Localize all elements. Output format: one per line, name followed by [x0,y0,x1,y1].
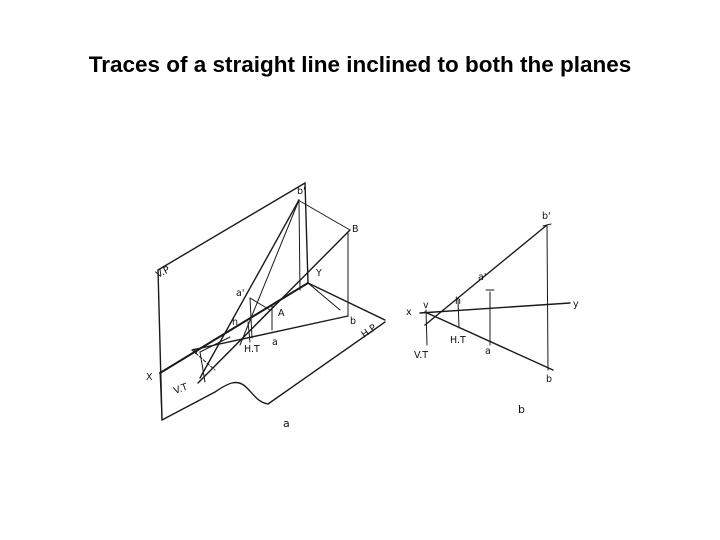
pictorial-view: V.P H.P X Y b' B a' A h v H.T a b V.T a [146,182,386,430]
projector-b-prime-to-b-upper [297,199,351,231]
horizontal-plane-left-edge [159,372,163,421]
front-view-second [239,199,300,346]
ortho-label-a: a [485,346,491,357]
ortho-label-a-prime: a' [478,272,486,283]
xy-reference-line [159,282,309,374]
ortho-label-ht: H.T [450,335,466,346]
label-big-b: B [352,224,359,235]
label-big-a: A [278,308,285,319]
ortho-tick-b-prime [542,223,552,227]
ortho-projector-b [546,224,549,371]
ortho-label-b-prime: b' [542,211,551,222]
label-x: X [146,372,153,383]
vertical-plane-right-edge [304,182,309,284]
front-view-line [199,199,300,379]
label-ht: H.T [244,344,260,355]
ortho-label-b: b [546,374,552,385]
ortho-xy-line [419,302,571,314]
label-v: v [193,346,199,357]
projector-ht-vertical [247,321,251,343]
label-a-prime: a' [236,288,244,299]
ortho-label-y: y [573,299,579,310]
label-h: h [232,317,238,328]
ortho-top-view-line [424,311,554,371]
horizontal-plane-front-edge [161,321,386,421]
projector-a-left [249,297,271,311]
projector-b-prime-down [298,201,301,291]
label-y: Y [315,268,322,279]
orthographic-view: b' a' y x v h H.T V.T a b b [406,211,579,416]
ortho-label-h: h [455,296,461,307]
hp-inner-line [307,282,341,311]
true-line-extension [197,304,276,384]
ortho-projector-v [425,309,428,346]
ortho-label-x: x [406,307,412,318]
label-b: b [350,316,356,327]
top-view-extension [191,349,216,371]
ortho-projector-h [457,299,460,329]
ortho-label-v: v [423,300,429,311]
vt-projector [199,351,206,383]
projector-a-prime-down [249,297,253,339]
caption-b: b [518,403,525,416]
label-a: a [272,337,278,348]
top-view-line [191,315,349,351]
label-vp: V.P [154,264,172,280]
label-b-prime: b' [297,186,306,197]
vertical-plane-outline [157,182,306,421]
ortho-front-view-line [424,224,548,326]
ortho-label-vt: V.T [414,350,428,361]
horizontal-plane-far-edge [307,282,386,321]
label-vt: V.T [172,382,189,397]
caption-a: a [283,417,290,430]
vt-h-line [199,336,231,353]
slide-title: Traces of a straight line inclined to bo… [88,52,632,77]
